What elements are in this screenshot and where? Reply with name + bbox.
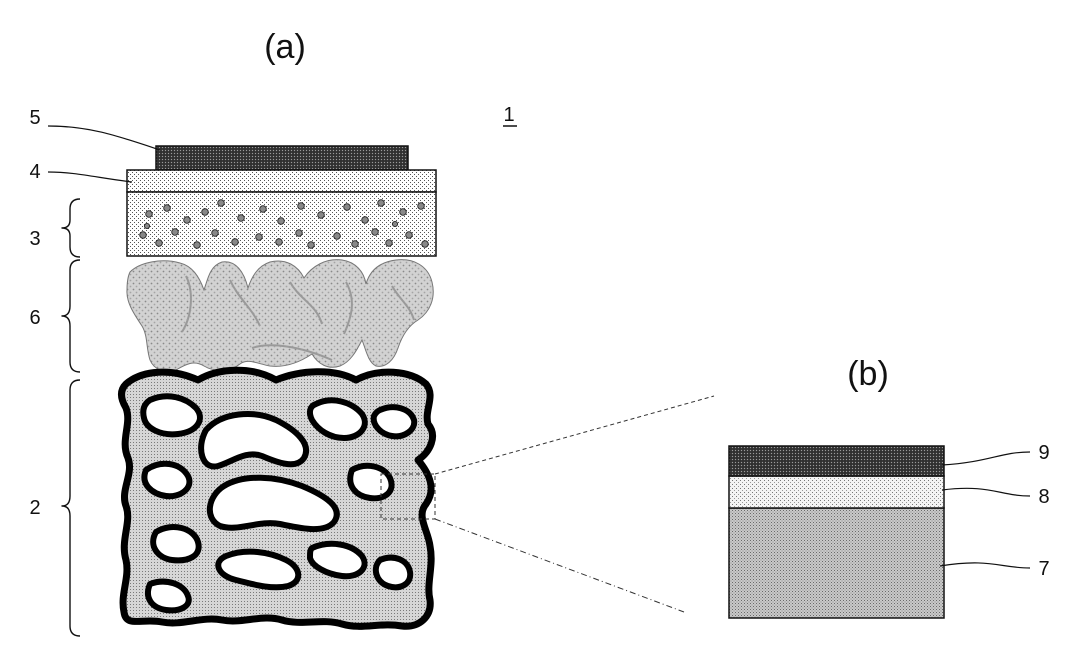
brace-layer-3 — [61, 198, 81, 258]
layer-8 — [728, 475, 945, 509]
layer-4 — [126, 169, 437, 193]
zoom-projection-upper — [434, 395, 715, 475]
layer-5 — [155, 145, 409, 171]
figure-reference-number: 1 — [503, 104, 514, 126]
layer-6 — [126, 259, 434, 373]
label-3: 3 — [29, 228, 40, 250]
brace-layer-6 — [61, 259, 81, 373]
leader-8 — [941, 487, 1031, 497]
label-9: 9 — [1038, 442, 1049, 464]
layer-2-pores — [140, 393, 418, 614]
label-8: 8 — [1038, 486, 1049, 508]
panel-a-label: (a) — [264, 28, 306, 66]
label-4: 4 — [29, 161, 40, 183]
layer-3 — [126, 191, 437, 257]
leader-4 — [47, 171, 133, 183]
leader-7 — [939, 562, 1031, 569]
label-5: 5 — [29, 107, 40, 129]
label-6: 6 — [29, 307, 40, 329]
zoom-projection-lower — [434, 518, 685, 613]
layer-3-particles — [139, 199, 429, 249]
label-7: 7 — [1038, 558, 1049, 580]
layer-9 — [728, 445, 945, 477]
layer-7 — [728, 507, 945, 619]
brace-layer-2 — [61, 379, 81, 637]
leader-5 — [47, 125, 161, 151]
leader-9 — [941, 451, 1031, 466]
zoom-region-box — [380, 473, 436, 520]
panel-b-label: (b) — [847, 355, 889, 393]
label-2: 2 — [29, 497, 40, 519]
layer-6-pores — [181, 275, 415, 361]
